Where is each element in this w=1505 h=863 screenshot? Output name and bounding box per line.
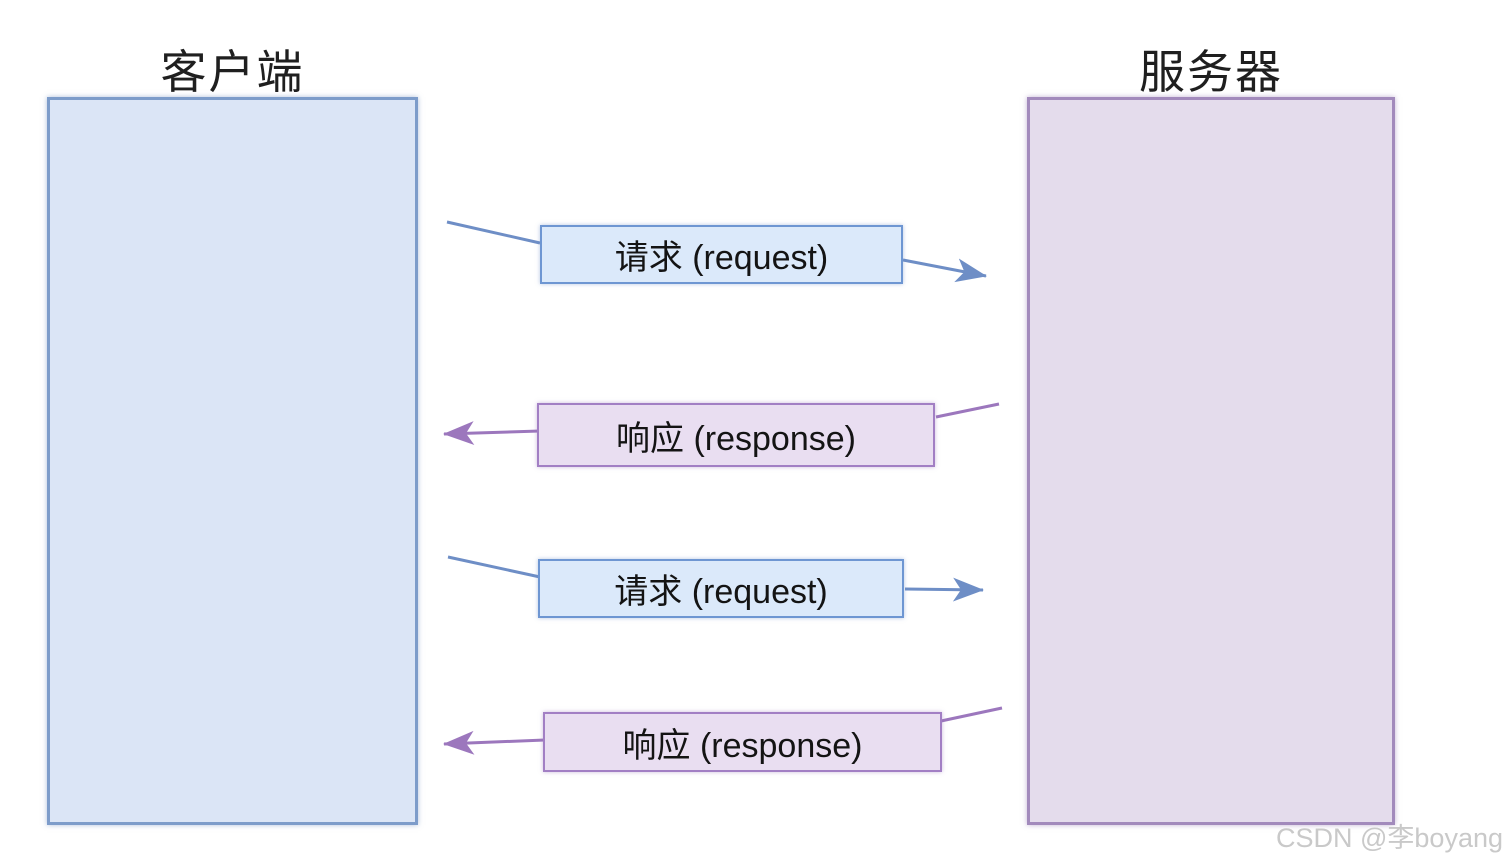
- response-1-connector-line: [935, 402, 1000, 419]
- request-2-connector-line: [447, 555, 541, 579]
- response-2-connector-line: [940, 706, 1003, 723]
- client-box: [47, 97, 418, 825]
- request-2-arrow: [904, 577, 984, 602]
- server-box: [1027, 97, 1395, 825]
- response-1-label: 响应 (response): [537, 403, 935, 467]
- csdn-watermark: CSDN @李boyang: [1276, 823, 1503, 853]
- request-1-arrow: [902, 258, 987, 283]
- request-1-connector-line: [446, 220, 541, 245]
- response-2-arrow: [443, 730, 546, 755]
- request-1-label: 请求 (request): [540, 225, 903, 284]
- response-2-label: 响应 (response): [543, 712, 942, 772]
- request-2-label: 请求 (request): [538, 559, 904, 618]
- client-title: 客户端: [160, 46, 305, 98]
- response-1-arrow: [443, 421, 541, 446]
- server-title: 服务器: [1139, 46, 1283, 98]
